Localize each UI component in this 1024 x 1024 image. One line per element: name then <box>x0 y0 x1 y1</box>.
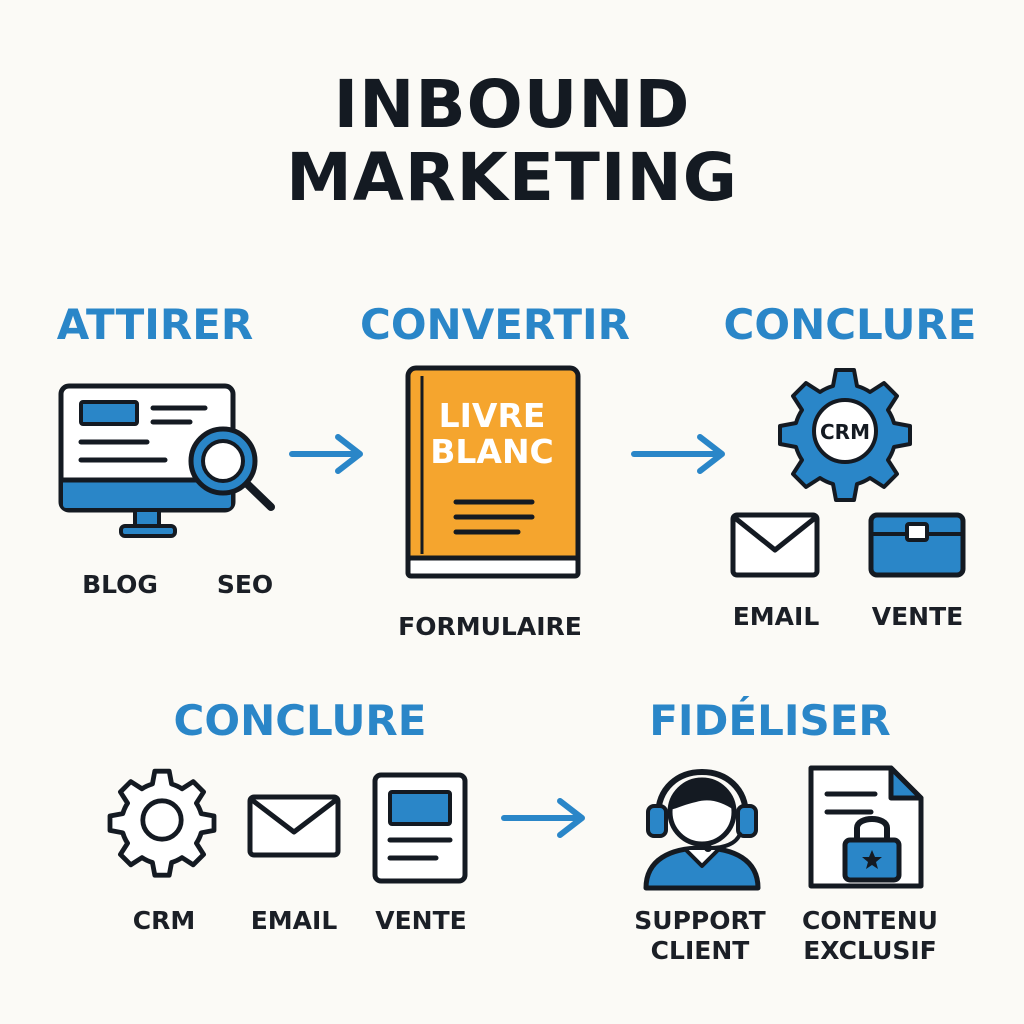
label-blog: BLOG <box>82 570 158 599</box>
label-seo: SEO <box>216 570 274 599</box>
label-client: CLIENT <box>650 936 750 965</box>
headset-agent-icon <box>643 768 761 891</box>
arrow-right-icon <box>289 434 363 474</box>
label-email: EMAIL <box>732 602 820 631</box>
briefcase-icon <box>868 512 966 578</box>
magnifier-icon <box>188 426 275 511</box>
monitor-icon <box>58 383 236 538</box>
label-vente-2: VENTE <box>375 906 467 935</box>
gear-icon <box>778 368 912 502</box>
book-title-line-1: LIVRE <box>438 396 546 435</box>
stage-convertir-title: CONVERTIR <box>360 300 630 349</box>
arrow-right-icon <box>501 798 585 838</box>
title-line-2: MARKETING <box>286 139 738 216</box>
stage-conclure-title: CONCLURE <box>723 300 977 349</box>
label-exclusif: EXCLUSIF <box>803 936 937 965</box>
gear-icon <box>107 768 217 878</box>
label-contenu: CONTENU <box>802 906 938 935</box>
envelope-icon <box>730 512 820 578</box>
label-formulaire: FORMULAIRE <box>398 612 582 641</box>
label-crm: CRM <box>132 906 196 935</box>
document-icon <box>372 772 468 884</box>
label-vente: VENTE <box>871 602 964 631</box>
locked-document-icon <box>808 765 924 889</box>
stage-conclure-title-2: CONCLURE <box>173 696 427 745</box>
arrow-right-icon <box>631 434 725 474</box>
stage-attirer-title: ATTIRER <box>56 300 254 349</box>
stage-fideliser-title: FIDÉLISER <box>649 696 891 745</box>
gear-crm-text: CRM <box>820 420 870 444</box>
book-icon <box>405 365 581 579</box>
label-support: SUPPORT <box>634 906 766 935</box>
title-line-1: INBOUND <box>333 66 691 143</box>
book-title-line-2: BLANC <box>430 432 554 471</box>
label-email-2: EMAIL <box>250 906 338 935</box>
envelope-icon <box>247 794 341 858</box>
